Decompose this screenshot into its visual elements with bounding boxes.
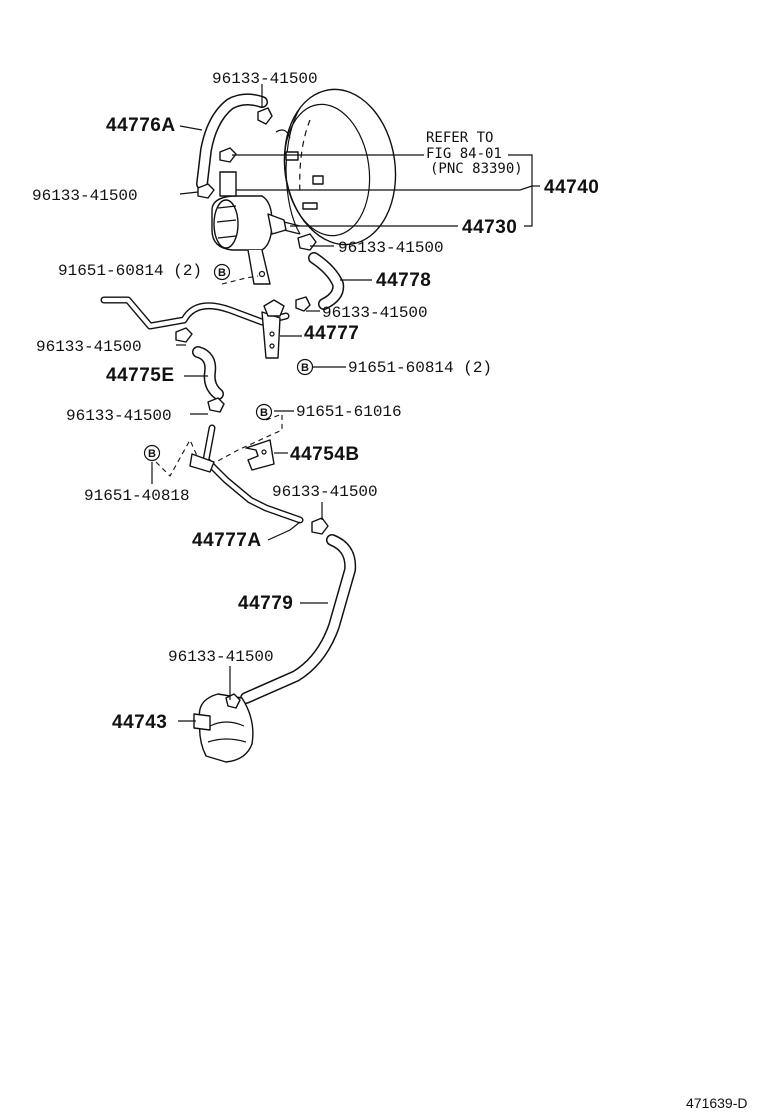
label-clip-6: 96133-41500 <box>66 407 172 425</box>
pipe-44777 <box>100 296 290 359</box>
label-44777: 44777 <box>304 323 359 344</box>
dashed-lines <box>155 275 283 477</box>
clips-upper <box>197 107 291 199</box>
bracket-44754b <box>245 439 275 471</box>
callout-b-circles: B B B B <box>143 263 314 462</box>
label-bolt-61016: 91651-61016 <box>296 403 402 421</box>
label-44740: 44740 <box>544 177 599 198</box>
label-bolt-40818: 91651-40818 <box>84 487 190 505</box>
label-44779: 44779 <box>238 593 293 614</box>
label-bolt-60814-a: 91651-60814 (2) <box>58 262 202 280</box>
hose-44775e <box>192 346 225 413</box>
callout-b-1: B <box>218 267 226 279</box>
label-clip-7: 96133-41500 <box>272 483 378 501</box>
hose-44779 <box>240 534 357 704</box>
illustration-id: 471639-D <box>686 1095 748 1111</box>
callout-b-3: B <box>260 407 268 419</box>
label-44730: 44730 <box>462 217 517 238</box>
leader-lines <box>151 84 540 722</box>
callout-b-4: B <box>148 448 156 460</box>
hose-44776a <box>196 93 268 190</box>
label-clip-5: 96133-41500 <box>36 338 142 356</box>
label-44776a: 44776A <box>106 115 176 136</box>
label-44743: 44743 <box>112 712 167 733</box>
label-44778: 44778 <box>376 270 431 291</box>
pipe-44777a <box>189 424 329 535</box>
label-bolt-60814-b: 91651-60814 (2) <box>348 359 492 377</box>
label-clip-2: 96133-41500 <box>32 187 138 205</box>
label-44777a: 44777A <box>192 530 262 551</box>
refer-line-3: (PNC 83390) <box>430 161 523 177</box>
refer-line-2: FIG 84-01 <box>426 146 502 162</box>
label-clip-1: 96133-41500 <box>212 70 318 88</box>
refer-line-1: REFER TO <box>426 130 493 146</box>
label-clip-4: 96133-41500 <box>322 304 428 322</box>
part-labels: 96133-41500 44776A REFER TO FIG 84-01 (P… <box>32 70 748 1111</box>
label-clip-3: 96133-41500 <box>338 239 444 257</box>
vacuum-valve <box>211 171 301 285</box>
label-44754b: 44754B <box>290 444 360 465</box>
label-clip-8: 96133-41500 <box>168 648 274 666</box>
brake-booster <box>283 88 397 246</box>
check-valve-44743 <box>193 693 254 763</box>
callout-b-2: B <box>301 362 309 374</box>
label-44775e: 44775E <box>106 365 175 386</box>
